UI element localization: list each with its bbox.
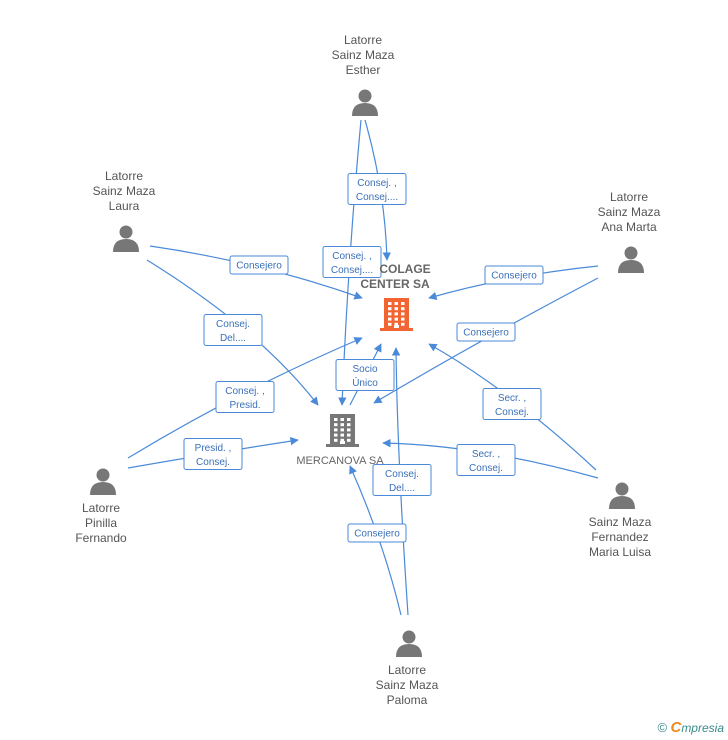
edge-label-text: Consej. , <box>332 251 371 262</box>
edge-label-box <box>482 388 542 420</box>
person-name-line: Fernando <box>75 531 127 545</box>
edge-label-e8[interactable]: Consej. , Presid. <box>215 381 275 413</box>
edge-label-text: Consej.... <box>331 265 373 276</box>
edge-label-e9[interactable]: Presid. , Consej. <box>183 438 243 470</box>
edge-label-text: Consej. , <box>225 386 264 397</box>
person-name-line: Sainz Maza <box>376 678 439 692</box>
person-icon <box>609 482 635 509</box>
edge-label-box <box>347 173 407 205</box>
edge-label-text: Consej. <box>196 457 230 468</box>
edge-label-e2[interactable]: Consej. , Consej.... <box>322 246 382 278</box>
edge-label-text: Consej. <box>385 469 419 480</box>
edge-label-box <box>347 523 407 543</box>
person-name-line: Fernandez <box>591 530 648 544</box>
edge-labels-layer: Consej. ,Consej....Consej. ,Consej....Co… <box>183 173 544 543</box>
edge-label-box <box>372 464 432 496</box>
person-icon <box>113 225 139 252</box>
person-name-line: Latorre <box>82 501 120 515</box>
edge-label-box <box>183 438 243 470</box>
edge-label-text: Presid. <box>229 400 260 411</box>
edge-label-text: Del.... <box>220 333 246 344</box>
person-name-line: Maria Luisa <box>589 545 651 559</box>
edge-label-box <box>229 255 289 275</box>
company-name-line: MERCANOVA SA <box>296 455 384 467</box>
edge-label-text: Del.... <box>389 483 415 494</box>
person-icon <box>90 468 116 495</box>
person-name-line: Laura <box>109 199 140 213</box>
edge-label-text: Consej. <box>216 319 250 330</box>
person-icon <box>352 89 378 116</box>
brand-name: mpresia <box>681 721 724 735</box>
edge-label-text: Consejero <box>354 529 400 540</box>
company-node-mercanova[interactable]: MERCANOVA SA <box>296 414 384 467</box>
person-name-line: Esther <box>346 63 381 77</box>
building-base <box>326 444 359 447</box>
edge-label-box <box>203 314 263 346</box>
copyright-symbol: © <box>657 720 668 735</box>
edge-label-text: Consejero <box>491 271 537 282</box>
edge-label-e1[interactable]: Consej. , Consej.... <box>347 173 407 205</box>
edge-label-e5[interactable]: Consejero <box>484 265 544 285</box>
edge-label-e10[interactable]: Secr. , Consej. <box>482 388 542 420</box>
edge-label-e11[interactable]: Secr. , Consej. <box>456 444 516 476</box>
person-name-line: Sainz Maza <box>598 205 661 219</box>
edge-label-box <box>484 265 544 285</box>
edge-label-e6[interactable]: Consejero <box>456 322 516 342</box>
person-name-line: Sainz Maza <box>589 515 652 529</box>
edge-label-text: Presid. , <box>195 443 232 454</box>
building-icon <box>384 298 409 330</box>
person-icon <box>396 630 422 657</box>
edge-label-box <box>456 444 516 476</box>
edge-label-text: Consej. , <box>357 178 396 189</box>
edge-label-text: Único <box>352 376 378 389</box>
person-name-line: Ana Marta <box>601 220 657 234</box>
person-name-line: Latorre <box>344 33 382 47</box>
edge-label-text: Secr. , <box>472 449 500 460</box>
person-name-line: Sainz Maza <box>93 184 156 198</box>
brand-footer[interactable]: © Cmpresia <box>658 719 724 736</box>
edge-label-text: Consejero <box>463 328 509 339</box>
edge-label-e12[interactable]: Consej. Del.... <box>372 464 432 496</box>
person-icon <box>618 246 644 273</box>
edge-label-e4[interactable]: Consej. Del.... <box>203 314 263 346</box>
edge-label-text: Consej. <box>469 463 503 474</box>
brand-initial: C <box>670 719 682 736</box>
company-name-line: CENTER SA <box>360 277 430 291</box>
building-icon <box>330 414 355 446</box>
edge-label-e3[interactable]: Consejero <box>229 255 289 275</box>
person-name-line: Paloma <box>387 693 428 707</box>
person-name-line: Pinilla <box>85 516 117 530</box>
edge-label-text: Secr. , <box>498 393 526 404</box>
edge-label-box <box>215 381 275 413</box>
edge-label-text: Consej. <box>495 407 529 418</box>
edge-label-e13[interactable]: Consejero <box>347 523 407 543</box>
company-name-line: COLAGE <box>379 262 430 276</box>
edge-label-text: Socio <box>352 364 377 375</box>
person-name-line: Latorre <box>105 169 143 183</box>
edge-label-box <box>322 246 382 278</box>
person-name-line: Sainz Maza <box>332 48 395 62</box>
building-base <box>380 328 413 331</box>
person-name-line: Latorre <box>610 190 648 204</box>
edge-label-text: Consej.... <box>356 192 398 203</box>
edge-label-box <box>456 322 516 342</box>
edge-label-box <box>335 359 395 391</box>
edge-label-text: Consejero <box>236 261 282 272</box>
person-name-line: Latorre <box>388 663 426 677</box>
